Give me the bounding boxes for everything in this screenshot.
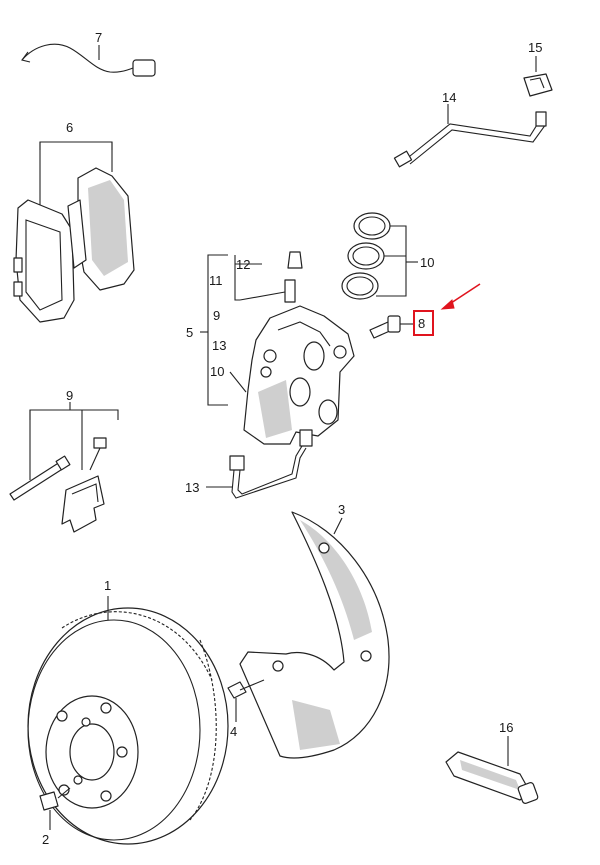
pad-pin-kit-part: [9, 402, 119, 533]
brake-line-part: [393, 104, 547, 168]
label-9a: 9: [213, 308, 220, 323]
label-10b: 10: [210, 364, 224, 379]
label-9b: 9: [66, 388, 73, 403]
grease-tube-part: [445, 736, 539, 804]
highlight-box: [413, 310, 434, 336]
label-4: 4: [230, 724, 237, 739]
label-12: 12: [236, 257, 250, 272]
label-15: 15: [528, 40, 542, 55]
clip-part: [523, 56, 553, 97]
label-2: 2: [42, 832, 49, 847]
dust-shield-part: [239, 511, 390, 759]
label-5: 5: [186, 325, 193, 340]
label-8: 8: [418, 316, 425, 331]
label-11: 11: [209, 273, 223, 288]
bleeder-part: [234, 251, 303, 303]
seal-rings-part: [341, 212, 418, 300]
label-1: 1: [104, 578, 111, 593]
screw-4-part: [227, 679, 265, 722]
label-13a: 13: [212, 338, 226, 353]
bolt-part: [369, 315, 414, 339]
label-13b: 13: [185, 480, 199, 495]
label-10a: 10: [420, 255, 434, 270]
brake-hose-part: [206, 429, 313, 499]
label-3: 3: [338, 502, 345, 517]
brake-disc-part: [27, 596, 229, 845]
red-arrow: [440, 283, 481, 310]
screw-2-part: [39, 787, 71, 830]
brake-pads-part: [13, 141, 135, 323]
label-16: 16: [499, 720, 513, 735]
label-14: 14: [442, 90, 456, 105]
caliper-part: [243, 305, 355, 445]
wear-sensor-part: [21, 43, 156, 77]
label-7: 7: [95, 30, 102, 45]
label-6: 6: [66, 120, 73, 135]
bracket-5: [200, 254, 228, 406]
